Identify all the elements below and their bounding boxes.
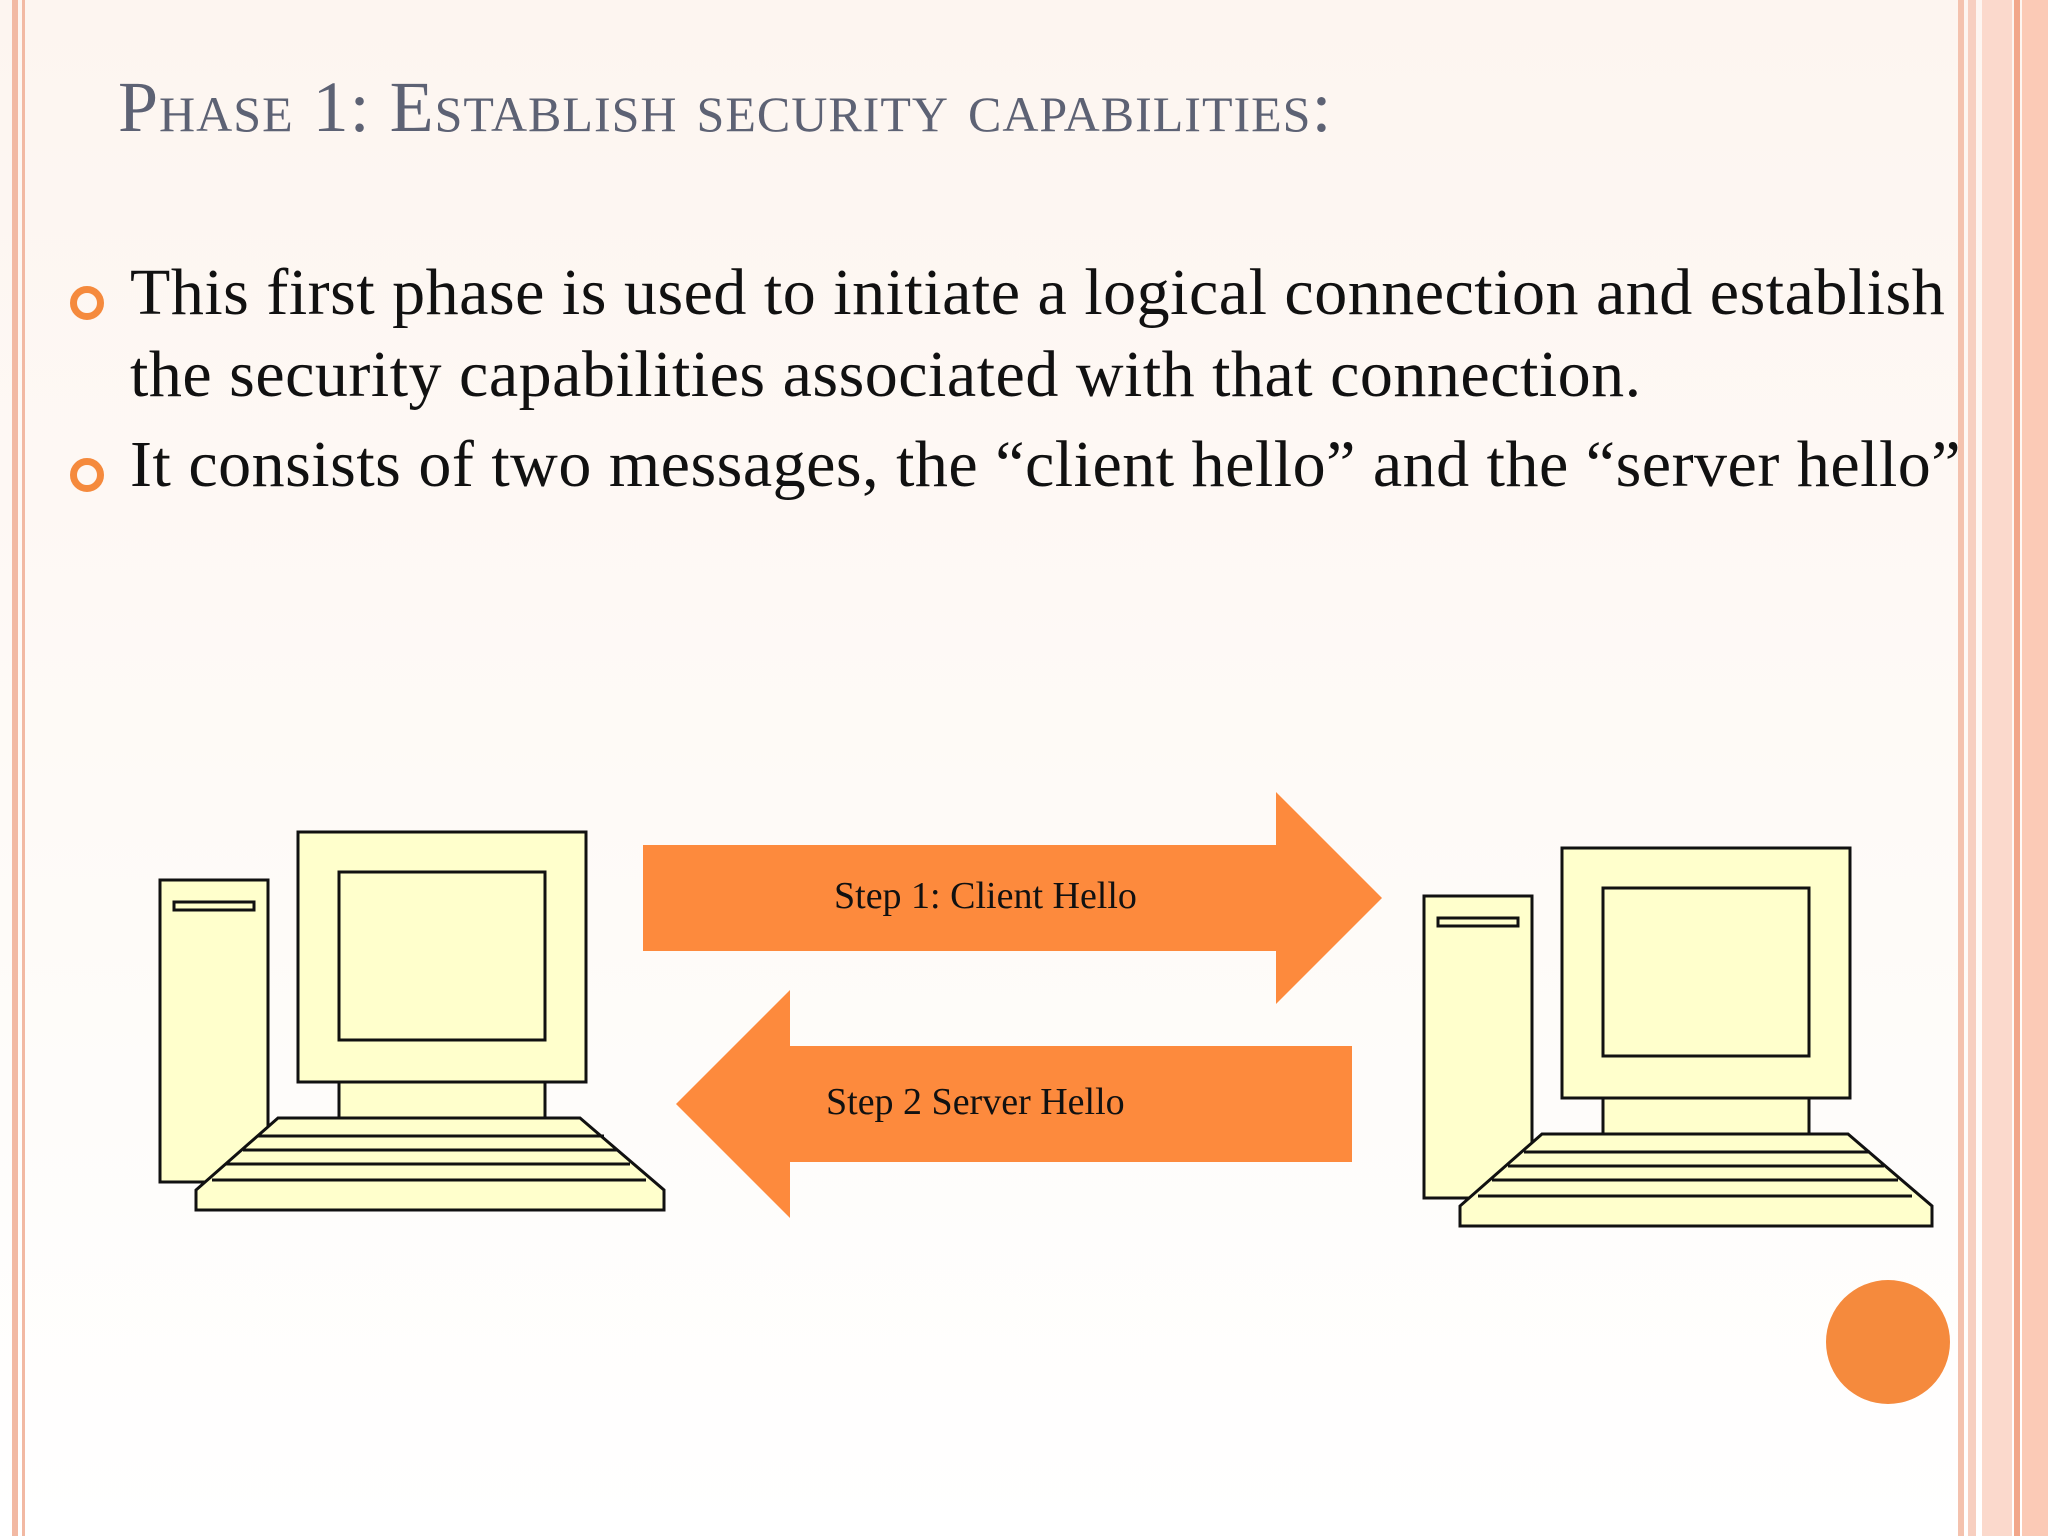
slide-title: Phase 1: Establish security capabilities… [118, 67, 1333, 147]
decorative-orange-circle [1826, 1280, 1950, 1404]
client-hello-label: Step 1: Client Hello [834, 875, 1137, 917]
right-border-stripes [1958, 0, 2048, 1536]
server-computer-icon [1422, 846, 1934, 1228]
left-border-line-inner [22, 0, 25, 1536]
bullet-item: It consists of two messages, the “client… [68, 424, 1968, 506]
server-hello-label: Step 2 Server Hello [826, 1081, 1125, 1123]
server-hello-arrow [676, 990, 1352, 1218]
bullet-circle-icon [70, 458, 104, 492]
bullet-circle-icon [70, 286, 104, 320]
left-border-line [12, 0, 18, 1536]
handshake-diagram: Step 1: Client Hello Step 2 Server Hello [0, 760, 2048, 1280]
client-computer-icon [158, 830, 666, 1212]
client-hello-arrow [643, 792, 1382, 1004]
bullet-item: This first phase is used to initiate a l… [68, 252, 1968, 416]
bullet-list: This first phase is used to initiate a l… [68, 252, 1968, 514]
bullet-text: This first phase is used to initiate a l… [130, 256, 1946, 411]
bullet-text: It consists of two messages, the “client… [130, 428, 1962, 501]
